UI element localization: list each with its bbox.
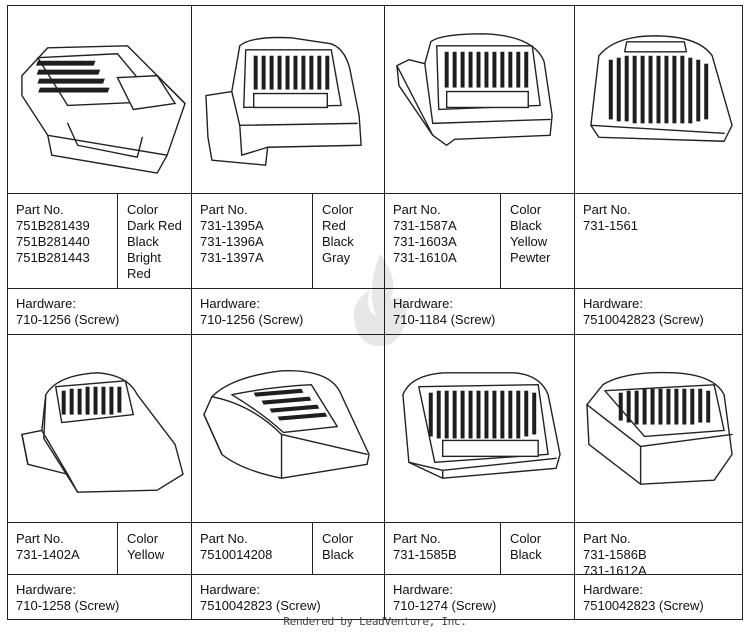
engine-shroud-slanted-grille-icon: [21, 45, 186, 174]
hardware-label: Hardware:: [583, 582, 643, 597]
hardware-label: Hardware:: [393, 582, 453, 597]
engine-shroud-rounded-vents-icon: [203, 370, 370, 479]
engine-shroud-dome-grille-icon: [590, 35, 733, 142]
part-number: 731-1587A: [393, 218, 457, 233]
part-info-6: Part No. 7510014208 Color Black: [192, 523, 385, 575]
hardware-label: Hardware:: [16, 296, 76, 311]
color-value: Red: [127, 266, 151, 281]
hardware-info-2: Hardware: 710-1256 (Screw): [192, 289, 385, 335]
part-no-label: Part No.: [200, 202, 248, 217]
color-value: Black: [322, 547, 354, 562]
part-no-label: Part No.: [393, 531, 441, 546]
hardware-info-5: Hardware: 710-1258 (Screw): [8, 575, 192, 620]
color-label: Color: [322, 202, 354, 217]
part-info-2: Part No. 731-1395A 731-1396A 731-1397A C…: [192, 194, 385, 289]
part-no-label: Part No.: [16, 531, 64, 546]
hardware-info-7: Hardware: 710-1274 (Screw): [385, 575, 575, 620]
part-no-label: Part No.: [393, 202, 441, 217]
color-label: Color: [510, 202, 542, 217]
engine-shroud-wide-grille-icon: [402, 372, 561, 479]
hardware-value: 7510042823 (Screw): [583, 598, 704, 613]
part-number: 731-1561: [583, 218, 638, 233]
engine-shroud-box-grille-icon: [586, 371, 733, 485]
engine-shroud-vertical-grille-icon: [205, 36, 362, 166]
part-number: 731-1397A: [200, 250, 264, 265]
hardware-value: 7510042823 (Screw): [583, 312, 704, 327]
hardware-info-8: Hardware: 7510042823 (Screw): [575, 575, 743, 620]
hardware-value: 7510042823 (Screw): [200, 598, 321, 613]
hardware-info-3: Hardware: 710-1184 (Screw): [385, 289, 575, 335]
part-info-1: Part No. 751B281439 751B281440 751B28144…: [8, 194, 192, 289]
part-number: 731-1396A: [200, 234, 264, 249]
hardware-value: 710-1184 (Screw): [393, 312, 496, 327]
part-number: 731-1603A: [393, 234, 457, 249]
hardware-value: 710-1256 (Screw): [200, 312, 304, 327]
shroud-image-3: [385, 6, 575, 194]
color-label: Color: [127, 202, 159, 217]
color-value: Bright: [127, 250, 161, 265]
part-info-5: Part No. 731-1402A Color Yellow: [8, 523, 192, 575]
part-number: 731-1586B: [583, 547, 647, 562]
part-number: 751B281443: [16, 250, 90, 265]
shroud-image-5: [8, 335, 192, 523]
color-value: Black: [322, 234, 354, 249]
hardware-value: 710-1274 (Screw): [393, 598, 497, 613]
part-no-label: Part No.: [583, 202, 631, 217]
color-value: Gray: [322, 250, 351, 265]
part-number: 731-1585B: [393, 547, 457, 562]
hardware-value: 710-1258 (Screw): [16, 598, 120, 613]
color-value: Pewter: [510, 250, 551, 265]
color-value: Black: [127, 234, 159, 249]
shroud-image-6: [192, 335, 385, 523]
hardware-label: Hardware:: [16, 582, 76, 597]
color-value: Yellow: [510, 234, 548, 249]
part-info-8: Part No. 731-1586B 731-1612A: [575, 523, 743, 575]
part-info-3: Part No. 731-1587A 731-1603A 731-1610A C…: [385, 194, 575, 289]
shroud-image-8: [575, 335, 743, 523]
color-value: Red: [322, 218, 346, 233]
part-number: 731-1610A: [393, 250, 457, 265]
engine-shroud-small-grille-icon: [21, 372, 184, 493]
engine-shroud-vertical-grille-tab-icon: [396, 33, 553, 146]
part-no-label: Part No.: [16, 202, 64, 217]
color-value: Black: [510, 547, 542, 562]
hardware-label: Hardware:: [583, 296, 643, 311]
shroud-image-4: [575, 6, 743, 194]
part-no-label: Part No.: [583, 531, 631, 546]
hardware-label: Hardware:: [393, 296, 453, 311]
part-number: 751B281439: [16, 218, 90, 233]
part-number: 7510014208: [200, 547, 273, 562]
color-label: Color: [127, 531, 159, 546]
parts-catalog-grid: Part No. 751B281439 751B281440 751B28144…: [7, 5, 743, 620]
hardware-label: Hardware:: [200, 296, 260, 311]
hardware-info-4: Hardware: 7510042823 (Screw): [575, 289, 743, 335]
color-label: Color: [322, 531, 354, 546]
color-value: Yellow: [127, 547, 165, 562]
hardware-label: Hardware:: [200, 582, 260, 597]
color-value: Black: [510, 218, 542, 233]
hardware-info-1: Hardware: 710-1256 (Screw): [8, 289, 192, 335]
hardware-value: 710-1256 (Screw): [16, 312, 120, 327]
footer-credit: Rendered by LeadVenture, Inc.: [283, 615, 467, 628]
shroud-image-2: [192, 6, 385, 194]
color-label: Color: [510, 531, 542, 546]
part-info-7: Part No. 731-1585B Color Black: [385, 523, 575, 575]
shroud-image-1: [8, 6, 192, 194]
hardware-info-6: Hardware: 7510042823 (Screw): [192, 575, 385, 620]
part-no-label: Part No.: [200, 531, 248, 546]
part-info-4: Part No. 731-1561: [575, 194, 743, 289]
part-number: 751B281440: [16, 234, 90, 249]
part-number: 731-1395A: [200, 218, 264, 233]
shroud-image-7: [385, 335, 575, 523]
part-number: 731-1612A: [583, 563, 647, 575]
part-number: 731-1402A: [16, 547, 80, 562]
color-value: Dark Red: [127, 218, 182, 233]
